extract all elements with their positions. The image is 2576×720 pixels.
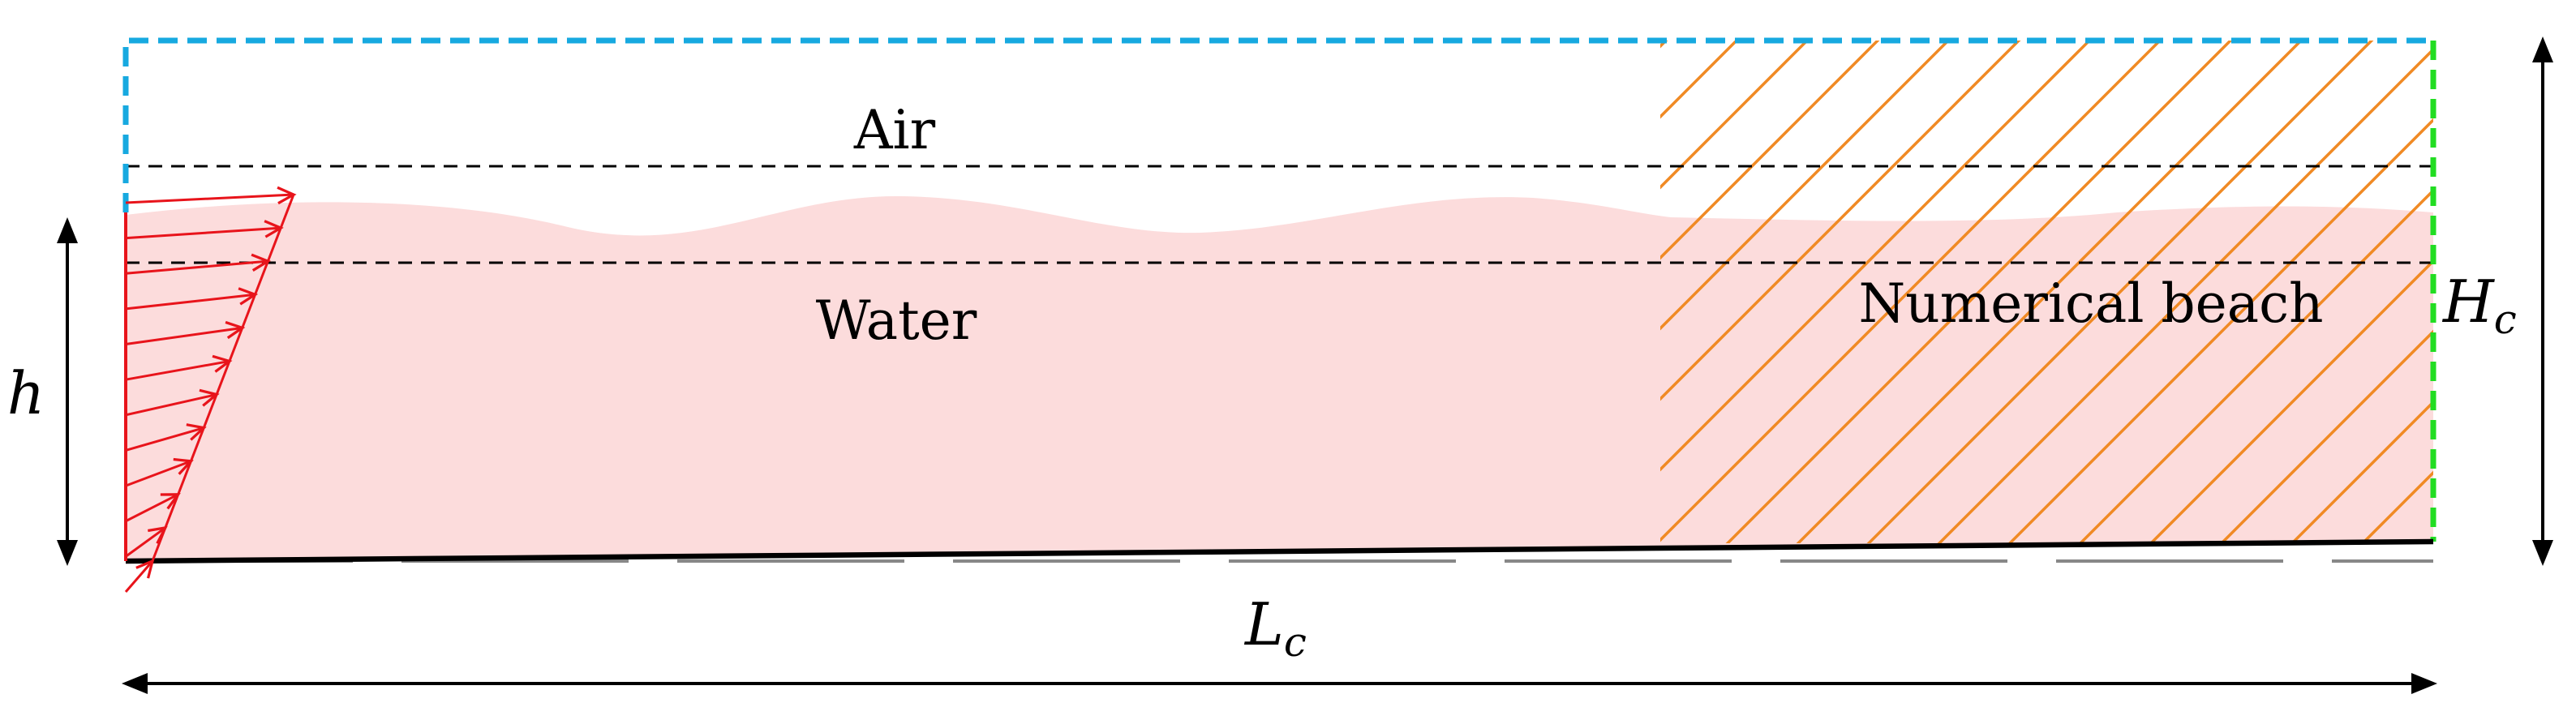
inlet-boundary: [122, 37, 2433, 212]
velocity-arrow-icon: [125, 186, 297, 205]
velocity-arrow-icon: [125, 493, 181, 523]
depth-dimension-arrow: [57, 217, 78, 566]
numerical-beach-hatch: [1660, 41, 2433, 543]
height-label: Hc: [2441, 268, 2517, 343]
velocity-arrow-icon: [125, 354, 233, 381]
height-dimension-arrow: [2532, 36, 2553, 566]
hatch-line: [2360, 470, 2433, 543]
hatch-line: [1937, 47, 2433, 543]
double-arrow-icon: [57, 540, 78, 566]
hatch-line: [1660, 41, 2162, 542]
velocity-arrow-icon: [125, 320, 246, 346]
water-label: Water: [816, 289, 977, 352]
hatch-line: [1660, 41, 1951, 331]
length-label-main: L: [1243, 590, 1284, 658]
air-label: Air: [853, 99, 936, 161]
hatch-line: [2290, 400, 2433, 543]
water-region: [126, 195, 2433, 560]
velocity-arrow-icon: [125, 220, 284, 240]
double-arrow-icon: [57, 217, 78, 243]
double-arrow-icon: [2532, 540, 2553, 566]
velocity-arrow-icon: [125, 287, 259, 311]
hatch-line: [1660, 41, 1880, 260]
length-label-subscript: c: [1284, 619, 1307, 666]
length-dimension-arrow: [122, 673, 2437, 694]
hatch-line: [2149, 259, 2433, 543]
hatch-line: [2078, 188, 2433, 543]
velocity-arrow-icon: [125, 525, 168, 558]
hatch-line: [1725, 41, 2233, 543]
hatch-line: [1660, 41, 2092, 472]
velocity-arrow-icon: [125, 253, 271, 275]
hatch-line: [1660, 41, 1810, 190]
velocity-arrow-icon: [125, 423, 207, 452]
double-arrow-icon: [2532, 36, 2553, 62]
hatch-line: [1866, 41, 2374, 543]
height-label-main: H: [2441, 268, 2495, 336]
hatch-line: [2007, 118, 2433, 543]
double-arrow-icon: [122, 673, 148, 694]
sloping-seabed: [125, 538, 2434, 564]
hatch-line: [2219, 329, 2433, 543]
velocity-arrow-icon: [125, 388, 220, 417]
double-arrow-icon: [2411, 673, 2437, 694]
hatch-line: [1660, 41, 2021, 401]
inlet-velocity-profile: [124, 186, 297, 593]
height-label-subscript: c: [2494, 296, 2517, 343]
length-label: Lc: [1243, 590, 1307, 666]
velocity-arrow-icon: [124, 559, 155, 593]
hatch-line: [1796, 41, 2303, 543]
numerical-beach-label: Numerical beach: [1858, 272, 2323, 335]
velocity-arrow-icon: [125, 457, 194, 487]
depth-label: h: [7, 359, 45, 427]
